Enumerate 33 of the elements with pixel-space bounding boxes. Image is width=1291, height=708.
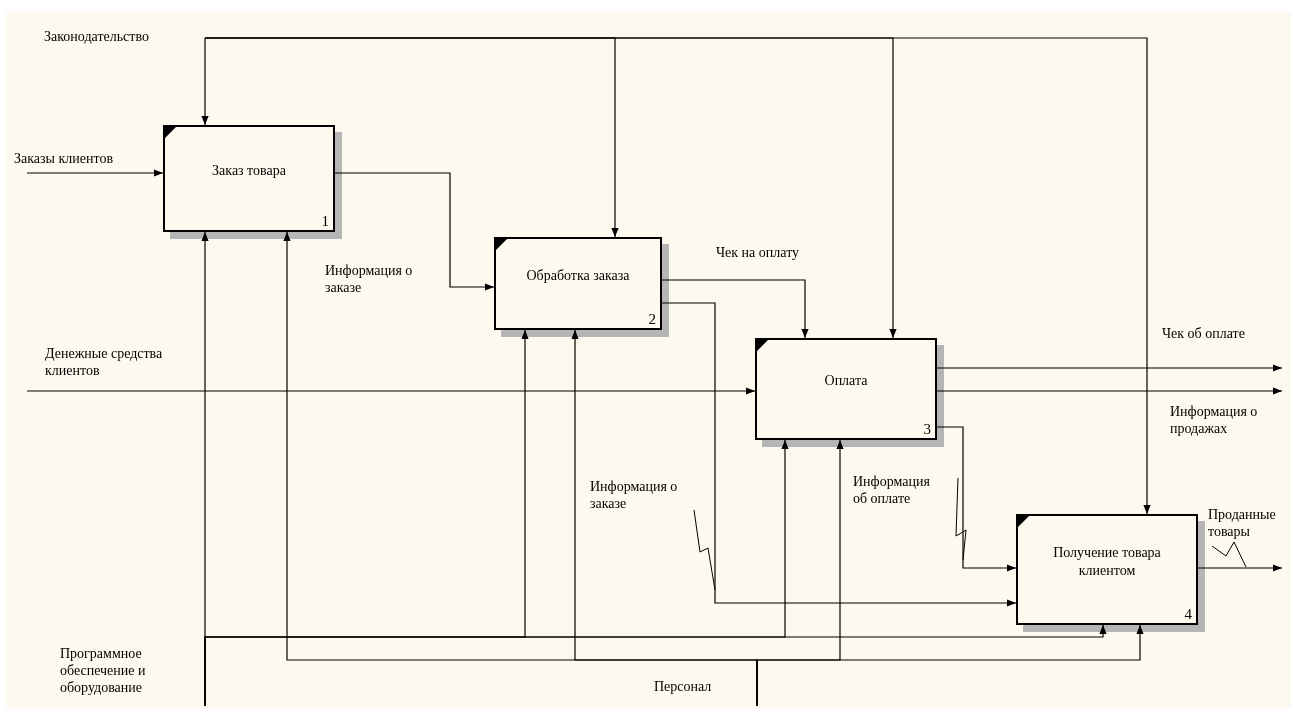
arrow (204, 37, 1151, 515)
edge-label: Денежные средства клиентов (45, 345, 164, 379)
activity-number: 3 (923, 422, 931, 437)
edge-label: Заказы клиентов (14, 150, 113, 167)
edge-label: Программное обеспечение и оборудование (60, 645, 147, 696)
activity-title: Получение товара клиентом (1052, 544, 1162, 579)
activity-title: Обработка заказа (525, 266, 631, 285)
arrow (334, 172, 495, 291)
edge-label: Информация о заказе (590, 478, 678, 512)
edge-label: Информация о заказе (325, 262, 413, 296)
arrow (756, 624, 1144, 707)
edge-label: Законодательство (44, 28, 149, 45)
arrow (201, 37, 209, 126)
edge-label: Чек об оплате (1162, 325, 1245, 342)
activity-title: Заказ товара (211, 161, 287, 180)
activity-number: 1 (321, 214, 329, 229)
arrow (26, 169, 164, 177)
arrow (26, 387, 756, 395)
activity-number: 4 (1184, 607, 1192, 622)
activity-number: 2 (648, 312, 656, 327)
arrow (1197, 564, 1283, 572)
arrow (661, 302, 1017, 607)
edge-label: Проданные товары (1208, 506, 1277, 540)
edge-label: Чек на оплату (716, 244, 800, 261)
arrow (936, 387, 1283, 395)
arrow (661, 279, 809, 339)
arrow (936, 426, 1017, 572)
edge-label: Информация о продажах (1170, 403, 1259, 437)
arrow (936, 364, 1283, 372)
arrow (204, 624, 1107, 707)
edge-label: Информация об оплате (853, 473, 931, 507)
activity-title: Оплата (823, 372, 869, 390)
edge-label: Персонал (654, 678, 712, 695)
